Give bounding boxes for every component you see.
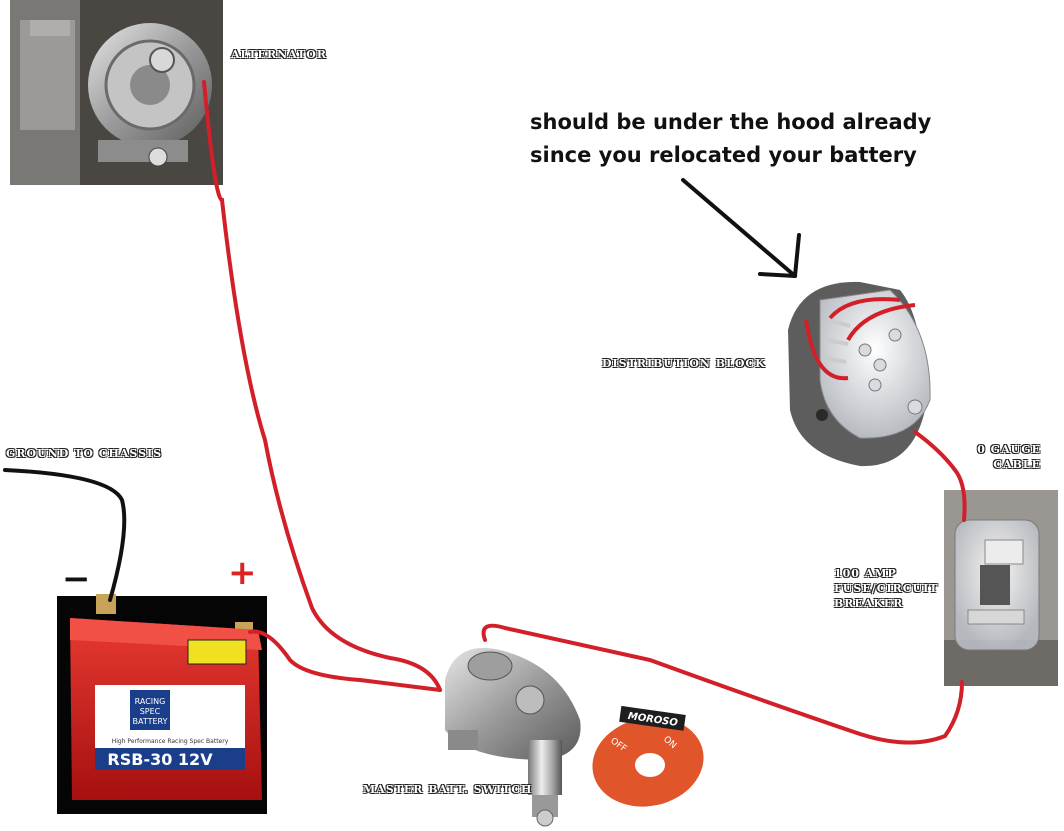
note-line-1: should be under the hood already xyxy=(530,110,932,134)
note-line-2: since you relocated your battery xyxy=(530,143,917,167)
positive-sign: + xyxy=(228,553,257,593)
gauge-cable-label: 0 GAUGE CABLE xyxy=(977,443,1041,471)
fuse-holder-icon xyxy=(944,490,1058,686)
switch-plate: MOROSO OFF ON xyxy=(592,705,704,807)
distribution-block-icon xyxy=(788,281,931,467)
fuse-label: 100 AMP FUSE/CIRCUIT BREAKER xyxy=(834,567,939,610)
alternator-label: ALTERNATOR xyxy=(231,48,327,61)
red-wires xyxy=(202,80,967,745)
battery-model: RSB-30 12V xyxy=(107,750,213,769)
switch-to-fuse-wire xyxy=(481,623,964,745)
alternator-wire xyxy=(202,80,442,692)
hood-note: should be under the hood already since yo… xyxy=(530,106,931,172)
ground-label: GROUND TO CHASSIS xyxy=(6,447,163,460)
battery-brand-3: BATTERY xyxy=(133,717,168,726)
battery-icon: RACING SPEC BATTERY High Performance Rac… xyxy=(57,594,267,814)
negative-sign: − xyxy=(62,559,91,599)
battery-brand-2: SPEC xyxy=(140,707,161,716)
master-switch-label: MASTER BATT. SWITCH xyxy=(363,783,533,796)
battery-positive-wire xyxy=(248,629,442,692)
master-switch-icon xyxy=(445,648,581,827)
distribution-block-label: DISTRIBUTION BLOCK xyxy=(602,357,766,370)
alternator-icon xyxy=(10,0,223,185)
ground-wire xyxy=(3,468,127,602)
gauge-cable xyxy=(913,430,967,522)
battery-brand-1: RACING xyxy=(135,697,166,706)
battery-tagline: High Performance Racing Spec Battery xyxy=(112,738,229,745)
pointer-arrow-icon xyxy=(681,178,801,278)
